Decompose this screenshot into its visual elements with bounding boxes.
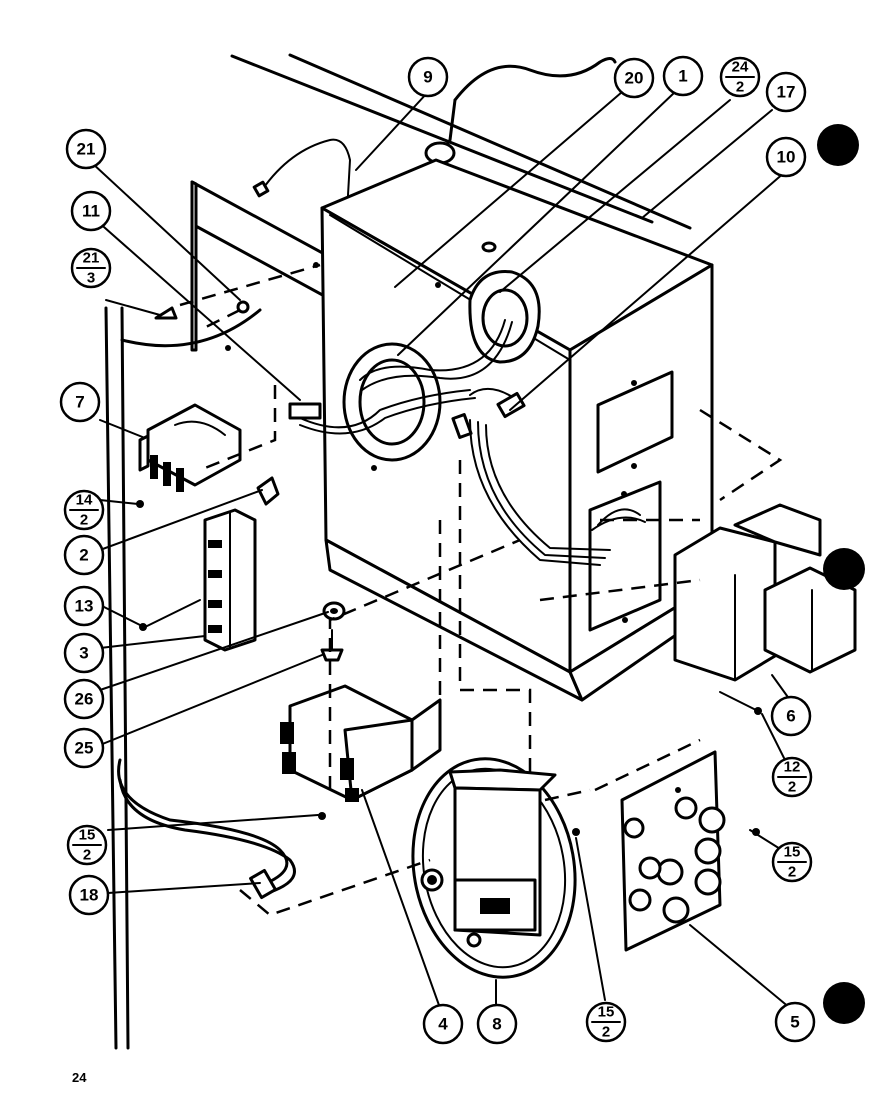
svg-text:21: 21 [77,140,96,159]
svg-text:11: 11 [82,202,100,221]
callout-21-3: 21 3 [70,247,112,289]
svg-text:7: 7 [75,393,84,412]
callout-14-2: 14 2 [63,489,105,531]
callout-9: 9 [407,56,449,98]
callout-15-2-bottom: 15 2 [585,1001,627,1043]
assembly-guides [179,263,783,917]
svg-text:21: 21 [83,250,100,267]
left-rail [104,306,262,1050]
callout-7: 7 [59,381,101,423]
svg-text:4: 4 [438,1015,448,1034]
callout-21: 21 [65,128,107,170]
svg-text:17: 17 [777,83,796,102]
callout-4: 4 [422,1003,464,1045]
svg-text:8: 8 [492,1015,501,1034]
contactor-part-4 [280,684,442,802]
callout-1: 1 [662,55,704,97]
callout-20: 20 [613,57,655,99]
transformer-part-6 [673,503,857,682]
pressure-switch-part-8 [411,757,577,979]
callout-26: 26 [63,678,105,720]
callout-6: 6 [770,695,812,737]
svg-text:15: 15 [79,827,96,844]
callout-13: 13 [63,585,105,627]
terminal-strip-part-3 [203,508,257,652]
callout-5: 5 [774,1001,816,1043]
internal-wiring [288,319,646,566]
svg-text:1: 1 [678,67,687,86]
svg-text:2: 2 [602,1024,610,1041]
svg-text:18: 18 [80,886,99,905]
svg-text:15: 15 [598,1004,615,1021]
svg-text:2: 2 [79,546,88,565]
callout-17: 17 [765,71,807,113]
callout-12-2: 12 2 [771,756,813,798]
svg-text:12: 12 [784,759,801,776]
svg-text:2: 2 [80,512,88,529]
svg-text:2: 2 [83,847,91,864]
svg-text:26: 26 [75,690,94,709]
svg-text:15: 15 [784,844,801,861]
switch-plate-part-5 [620,750,726,952]
callout-2: 2 [63,534,105,576]
callout-11: 11 [70,190,112,232]
svg-text:25: 25 [75,739,94,758]
svg-text:3: 3 [87,270,95,287]
svg-text:20: 20 [625,69,644,88]
callout-8: 8 [476,1003,518,1045]
callout-18: 18 [68,874,110,916]
svg-text:9: 9 [423,68,432,87]
page-number: 24 [72,1070,87,1085]
callout-3: 3 [63,632,105,674]
callout-15-2-left: 15 2 [66,824,108,866]
callout-10: 10 [765,136,807,178]
svg-text:2: 2 [788,779,796,796]
leader-lines [91,91,791,1009]
registration-dots [817,124,865,1024]
top-rails [230,53,692,230]
svg-text:2: 2 [736,79,744,96]
control-box [225,158,714,702]
small-hardware [136,300,762,836]
callout-15-2-right: 15 2 [771,841,813,883]
svg-text:13: 13 [75,597,94,616]
hose-part-18 [117,758,296,900]
svg-text:2: 2 [788,864,796,881]
svg-text:10: 10 [777,148,796,167]
svg-text:24: 24 [732,59,749,76]
callout-25: 25 [63,727,105,769]
svg-text:5: 5 [790,1013,799,1032]
svg-text:6: 6 [786,707,795,726]
svg-text:14: 14 [76,492,93,509]
callout-24-2: 24 2 [719,56,761,98]
svg-text:3: 3 [79,644,88,663]
relay-part-7 [138,403,242,492]
